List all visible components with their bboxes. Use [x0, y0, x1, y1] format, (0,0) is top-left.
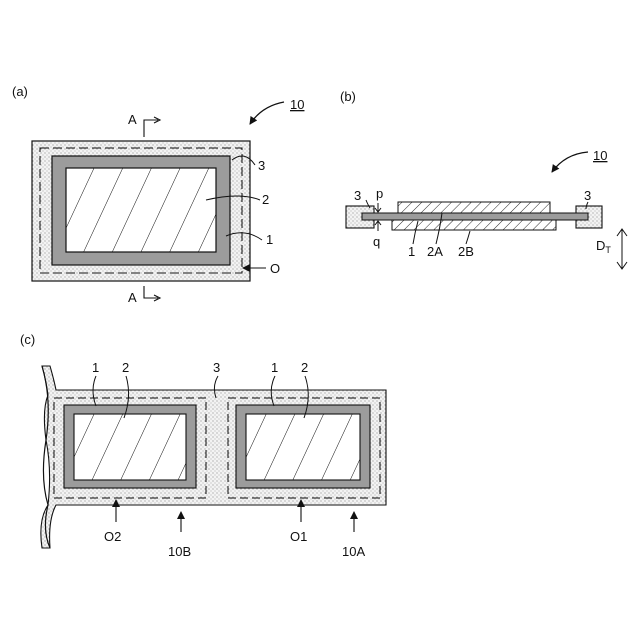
panel-a-ref-number: 10: [290, 97, 304, 112]
panel-b-ref-arrow: [552, 152, 588, 172]
unit-a-layer-2: [246, 414, 360, 480]
label-o1: O1: [290, 529, 307, 544]
section-a-top-letter: A: [128, 112, 137, 127]
label-2: 2: [262, 192, 269, 207]
panel-c: (c) 1 2 3 1 2 O2 10B O1 10A: [20, 332, 386, 559]
layer-2a: [398, 202, 550, 213]
panel-a: (a) 10 A A 3 2 1 O: [12, 84, 304, 305]
panel-b-ref-number: 10: [593, 148, 607, 163]
label-p: p: [376, 186, 383, 201]
panel-b: (b) 10 3 3 p q 1 2A 2B DT: [340, 89, 627, 269]
label-o2: O2: [104, 529, 121, 544]
label-3-left: 3: [354, 188, 361, 203]
label-3-right: 3: [584, 188, 591, 203]
label-1-right: 1: [271, 360, 278, 375]
label-2-right: 2: [301, 360, 308, 375]
label-3: 3: [258, 158, 265, 173]
layer-2-hatched: [66, 168, 216, 252]
label-2-left: 2: [122, 360, 129, 375]
label-q: q: [373, 234, 380, 249]
label-10a: 10A: [342, 544, 365, 559]
panel-a-label: (a): [12, 84, 28, 99]
label-1: 1: [266, 232, 273, 247]
leader-2b: [466, 231, 470, 244]
panel-a-ref-arrow: [250, 102, 284, 124]
unit-b-layer-2: [74, 414, 186, 480]
label-1: 1: [408, 244, 415, 259]
label-o: O: [270, 261, 280, 276]
panel-b-label: (b): [340, 89, 356, 104]
layer-1-sheet: [362, 213, 588, 220]
section-a-bottom-letter: A: [128, 290, 137, 305]
label-2a: 2A: [427, 244, 443, 259]
panel-c-label: (c): [20, 332, 35, 347]
label-3: 3: [213, 360, 220, 375]
label-1-left: 1: [92, 360, 99, 375]
label-2b: 2B: [458, 244, 474, 259]
label-10b: 10B: [168, 544, 191, 559]
thickness-label: DT: [596, 238, 611, 255]
